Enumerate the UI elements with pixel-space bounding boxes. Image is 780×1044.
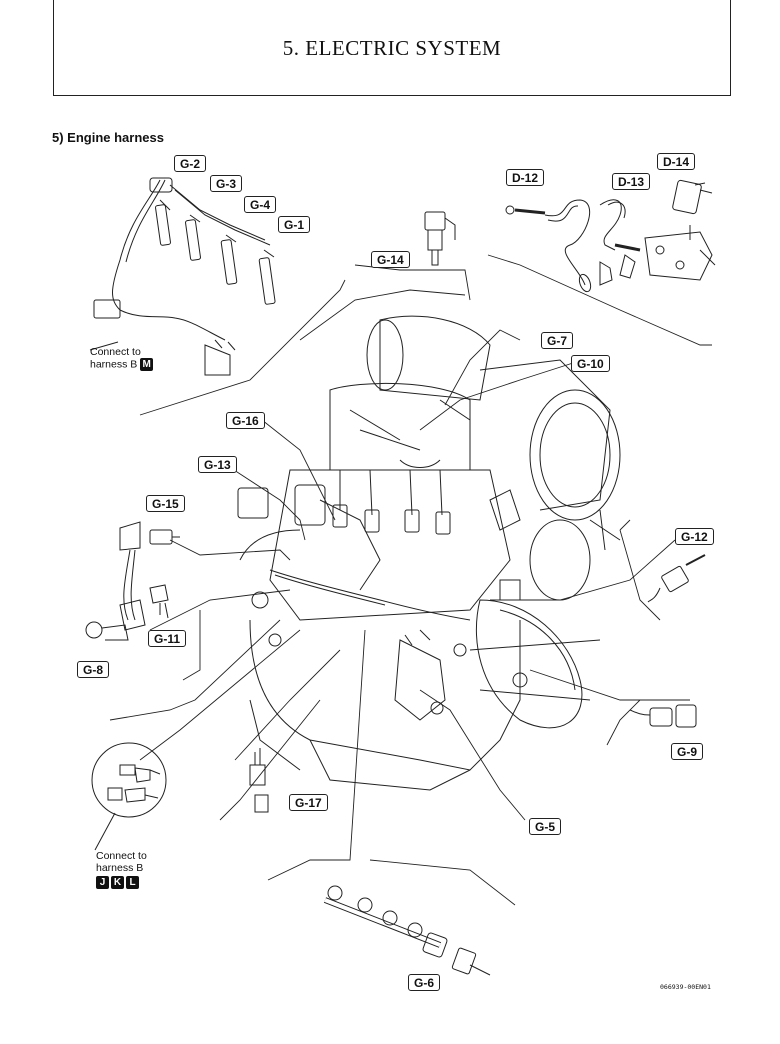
callout-g2: G-2 xyxy=(174,155,207,172)
harness-key-m: M xyxy=(140,358,154,371)
engine-body-illustration xyxy=(237,315,621,791)
callout-g7: G-7 xyxy=(541,332,574,349)
callout-d13: D-13 xyxy=(612,173,651,190)
injectors-illustration xyxy=(93,177,276,376)
callout-g4: G-4 xyxy=(244,196,277,213)
header-box: 5. ELECTRIC SYSTEM xyxy=(53,0,731,96)
connector-zoom-illustration xyxy=(89,341,167,851)
harness-key-j: J xyxy=(96,876,109,889)
connect-note-jkl-line1: Connect to xyxy=(96,850,147,862)
callout-g12: G-12 xyxy=(675,528,714,545)
callout-g11: G-11 xyxy=(148,630,187,647)
callout-g5: G-5 xyxy=(529,818,562,835)
callout-g8: G-8 xyxy=(77,661,110,678)
callout-g6: G-6 xyxy=(408,974,441,991)
callout-g3: G-3 xyxy=(210,175,243,192)
connect-note-m: Connect to harness B M xyxy=(90,346,155,371)
harness-key-k: K xyxy=(111,876,124,889)
harness-key-l: L xyxy=(126,876,139,889)
callout-g10: G-10 xyxy=(571,355,610,372)
callout-g14: G-14 xyxy=(371,251,410,268)
callout-g9: G-9 xyxy=(671,743,704,760)
callout-d12: D-12 xyxy=(506,169,545,186)
section-title: 5) Engine harness xyxy=(52,130,164,145)
right-sensors-illustration xyxy=(629,554,706,728)
callout-g15: G-15 xyxy=(146,495,185,512)
callout-g16: G-16 xyxy=(226,412,265,429)
callout-d14: D-14 xyxy=(657,153,696,170)
exhaust-sensors-illustration xyxy=(505,179,716,293)
page-title: 5. ELECTRIC SYSTEM xyxy=(282,36,502,60)
left-sensors-illustration xyxy=(85,521,180,641)
leader-lines xyxy=(109,254,712,906)
connect-note-jkl-line2: harness B xyxy=(96,862,144,874)
fuel-rail-illustration xyxy=(323,885,491,976)
g17-sensor-illustration xyxy=(249,748,269,813)
document-id: 066939-00EN01 xyxy=(660,983,711,991)
connect-note-m-line2: harness B xyxy=(90,358,138,371)
callout-g13: G-13 xyxy=(198,456,237,473)
pressure-sensor-illustration xyxy=(424,211,456,266)
callout-g17: G-17 xyxy=(289,794,328,811)
connect-note-m-line1: Connect to xyxy=(90,346,141,358)
callout-g1: G-1 xyxy=(278,216,311,233)
